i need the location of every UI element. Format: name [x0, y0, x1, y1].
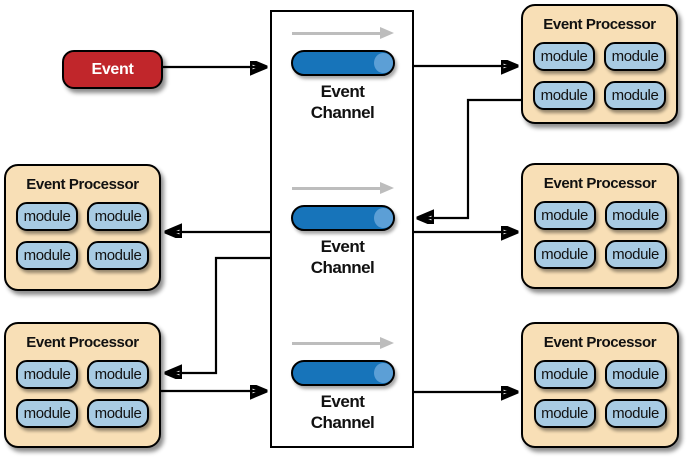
flow-direction-right-arrow-icon: [291, 27, 394, 40]
channel-label-line1: Event: [320, 392, 365, 411]
module-chip: module: [87, 360, 149, 389]
channel-label-line2: Channel: [310, 413, 375, 432]
module-grid: module module module module: [533, 201, 667, 269]
event-processor-title: Event Processor: [26, 334, 139, 351]
module-chip: module: [604, 360, 667, 389]
channel-cylinder-icon: [290, 50, 395, 76]
module-grid: module module module module: [533, 360, 667, 428]
module-chip: module: [16, 399, 78, 428]
module-chip: module: [87, 399, 149, 428]
module-grid: module module module module: [16, 360, 149, 428]
channel-label: Event Channel: [311, 236, 375, 278]
event-source-label: Event: [91, 60, 134, 78]
module-chip: module: [604, 240, 667, 269]
module-chip: module: [604, 81, 666, 110]
flow-direction-right-arrow-icon: [291, 337, 394, 350]
module-chip: module: [16, 241, 78, 270]
connector-processor-tr-to-channel2: [420, 98, 523, 218]
channel-label-line2: Channel: [310, 103, 375, 122]
event-processor-title: Event Processor: [543, 334, 657, 351]
event-processor-middle-right: Event Processor module module module mod…: [521, 163, 679, 289]
module-grid: module module module module: [533, 42, 666, 110]
event-source: Event: [62, 50, 163, 89]
module-chip: module: [533, 240, 596, 269]
flow-direction-right-arrow-icon: [291, 182, 394, 195]
module-grid: module module module module: [16, 202, 149, 270]
event-processor-bottom-right: Event Processor module module module mod…: [521, 322, 679, 448]
event-channel-middle: Event Channel: [289, 182, 396, 278]
event-channel-bottom: Event Channel: [289, 337, 396, 433]
module-chip: module: [604, 201, 667, 230]
module-chip: module: [533, 399, 596, 428]
module-chip: module: [16, 360, 78, 389]
event-processor-title: Event Processor: [543, 175, 657, 192]
channel-label: Event Channel: [311, 81, 375, 123]
channel-label-line1: Event: [320, 237, 365, 256]
module-chip: module: [533, 81, 595, 110]
event-processor-bottom-left: Event Processor module module module mod…: [4, 322, 161, 448]
channel-cylinder-icon: [290, 205, 395, 231]
module-chip: module: [87, 241, 149, 270]
event-channel-top: Event Channel: [289, 27, 396, 123]
event-processor-top-right: Event Processor module module module mod…: [521, 4, 678, 124]
connector-channel2-to-processor-bl: [168, 256, 270, 373]
module-chip: module: [604, 399, 667, 428]
event-processor-title: Event Processor: [543, 16, 656, 33]
channel-label: Event Channel: [311, 391, 375, 433]
module-chip: module: [533, 201, 596, 230]
module-chip: module: [87, 202, 149, 231]
event-processor-middle-left: Event Processor module module module mod…: [4, 164, 161, 291]
event-processor-title: Event Processor: [26, 176, 139, 193]
module-chip: module: [533, 360, 596, 389]
channel-label-line1: Event: [320, 82, 365, 101]
module-chip: module: [604, 42, 666, 71]
channel-label-line2: Channel: [310, 258, 375, 277]
module-chip: module: [16, 202, 78, 231]
channel-cylinder-icon: [290, 360, 395, 386]
module-chip: module: [533, 42, 595, 71]
